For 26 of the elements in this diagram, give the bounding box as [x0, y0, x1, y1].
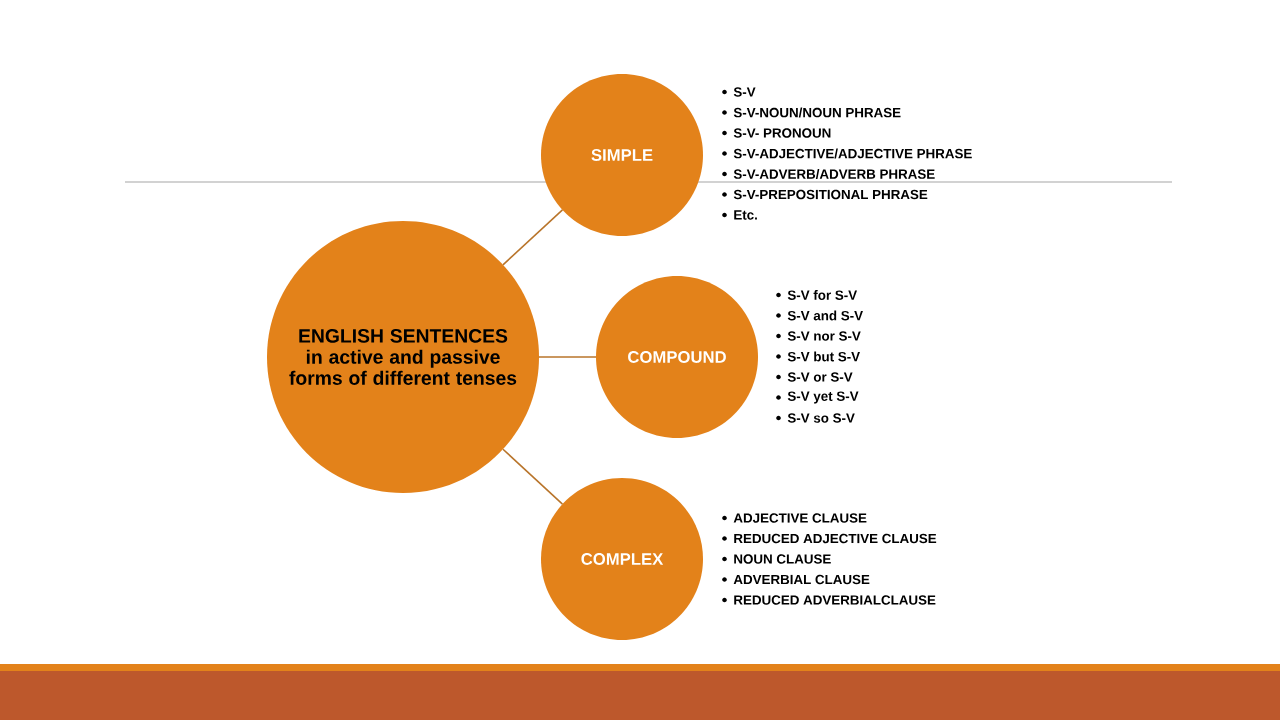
bullet-item: S-V for S-V: [776, 290, 857, 300]
bullet-item: S-V or S-V: [776, 372, 853, 382]
bullet-item: S-V- PRONOUN: [722, 128, 831, 138]
bullet-item: S-V nor S-V: [776, 331, 861, 341]
bullet-item: S-V-PREPOSITIONAL PHRASE: [722, 189, 928, 200]
bullet-item: ADJECTIVE CLAUSE: [722, 513, 867, 523]
circle-node: COMPOUND: [596, 276, 758, 438]
circle-node: COMPLEX: [541, 478, 703, 640]
connector-line: [502, 448, 564, 505]
connector-line: [538, 356, 597, 358]
bullet-item: S-V-NOUN/NOUN PHRASE: [722, 107, 901, 118]
bullet-item: S-V and S-V: [776, 310, 863, 321]
circle-node: SIMPLE: [541, 74, 703, 236]
bullet-item: REDUCED ADJECTIVE CLAUSE: [722, 533, 937, 544]
bullet-item: S-V-ADVERB/ADVERB PHRASE: [722, 169, 935, 179]
circle-node: ENGLISH SENTENCES in active and passive forms of different tenses: [267, 221, 539, 493]
bullet-item: S-V yet S-V: [776, 391, 859, 404]
bullet-item: S-V-ADJECTIVE/ADJECTIVE PHRASE: [722, 148, 972, 159]
bullet-item: S-V but S-V: [776, 351, 860, 362]
bullet-item: REDUCED ADVERBIALCLAUSE: [722, 595, 936, 605]
connector-line: [502, 209, 564, 266]
bullet-item: S-V: [722, 87, 756, 97]
bullet-item: NOUN CLAUSE: [722, 554, 831, 564]
bullet-item: ADVERBIAL CLAUSE: [722, 574, 870, 585]
bullet-item: S-V so S-V: [776, 413, 855, 423]
bullet-item: Etc.: [722, 210, 757, 220]
